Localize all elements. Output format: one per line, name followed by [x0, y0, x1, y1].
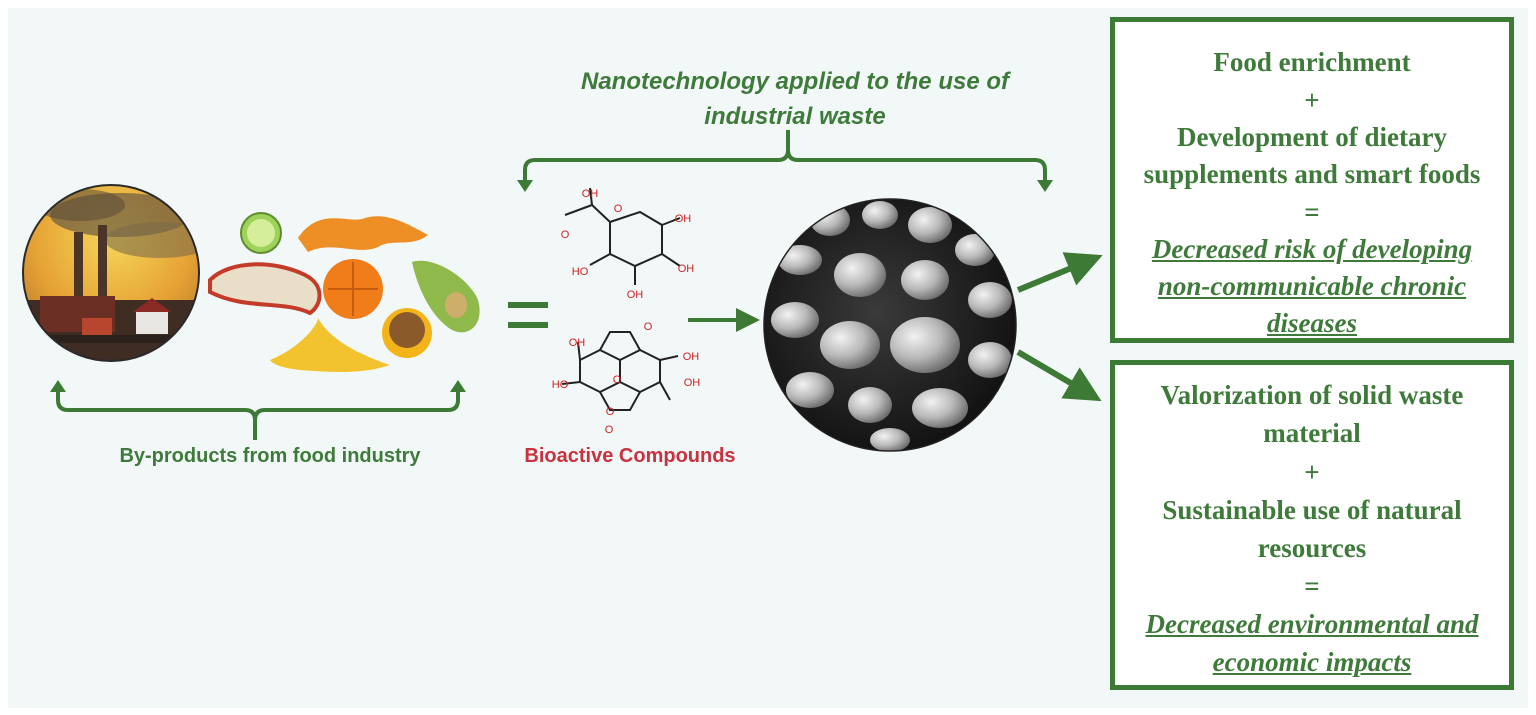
bottom-brace: [56, 390, 460, 440]
health-line-7: non-communicable chronic: [1157, 271, 1467, 301]
env-line-2: material: [1263, 418, 1361, 448]
top-brace: [523, 130, 1047, 185]
health-line-2: +: [1304, 85, 1320, 115]
env-line-1: Valorization of solid waste: [1160, 380, 1464, 410]
environment-outcome-box: Valorization of solid waste material + S…: [1110, 360, 1514, 690]
health-line-1: Food enrichment: [1213, 47, 1411, 77]
glucuronic-atom-label: O: [614, 203, 623, 215]
glucuronic-atom-label: OH: [582, 188, 599, 200]
glucuronic-atom-label: O: [561, 229, 570, 241]
ellagic-atom-label: O: [605, 424, 614, 436]
nanotechnology-title: Nanotechnology applied to the use of ind…: [540, 64, 1050, 134]
arrow-to-environment-box: [1016, 349, 1102, 402]
health-line-6: Decreased risk of developing: [1151, 234, 1473, 264]
ellagic-atom-label: O: [644, 321, 653, 333]
health-outcome-box: Food enrichment + Development of dietary…: [1110, 17, 1514, 343]
ellagic-atom-label: O: [606, 406, 615, 418]
arrow-to-health-box: [1016, 252, 1103, 293]
bottom-brace-left-arrowhead: [50, 380, 66, 392]
glucuronic-atom-label: HO: [572, 266, 589, 278]
title-line-1: Nanotechnology applied to the use of: [580, 68, 1009, 95]
health-line-3: Development of dietary: [1177, 122, 1447, 152]
fruit-waste-illustration: [208, 212, 480, 373]
glucuronic-atom-label: OH: [627, 289, 644, 301]
top-brace-right-arrowhead: [1037, 180, 1053, 192]
health-line-4: supplements and smart foods: [1143, 159, 1481, 189]
glucuronic-atom-label: OH: [675, 213, 692, 225]
ellagic-atom-label: O: [613, 374, 622, 386]
env-line-8: economic impacts: [1212, 647, 1412, 677]
glucuronic-acid-structure: [564, 187, 681, 285]
nanoparticle-sem-image: [763, 198, 1017, 452]
ellagic-acid-structure: [561, 331, 679, 411]
health-line-8: diseases: [1267, 308, 1357, 338]
bioactive-compounds-label: Bioactive Compounds: [524, 445, 736, 467]
health-line-5: =: [1304, 197, 1320, 227]
equals-sign-bottom: [508, 322, 548, 328]
byproducts-label: By-products from food industry: [119, 445, 421, 467]
ellagic-atom-label: HO: [552, 379, 569, 391]
ellagic-atom-label: OH: [569, 337, 586, 349]
top-brace-left-arrowhead: [517, 180, 533, 192]
env-line-5: resources: [1257, 533, 1367, 563]
env-line-7: Decreased environmental and: [1145, 609, 1479, 639]
glucuronic-acid-labels: OH O O OH HO OH OH: [561, 188, 695, 301]
ellagic-atom-label: OH: [683, 351, 700, 363]
env-line-3: +: [1304, 457, 1320, 487]
env-line-6: =: [1304, 571, 1320, 601]
equals-sign-top: [508, 302, 548, 308]
glucuronic-atom-label: OH: [678, 263, 695, 275]
title-line-2: industrial waste: [704, 103, 886, 130]
bottom-brace-right-arrowhead: [450, 380, 466, 392]
ellagic-atom-label: OH: [684, 377, 701, 389]
factory-illustration: [22, 184, 200, 362]
env-line-4: Sustainable use of natural: [1162, 495, 1462, 525]
